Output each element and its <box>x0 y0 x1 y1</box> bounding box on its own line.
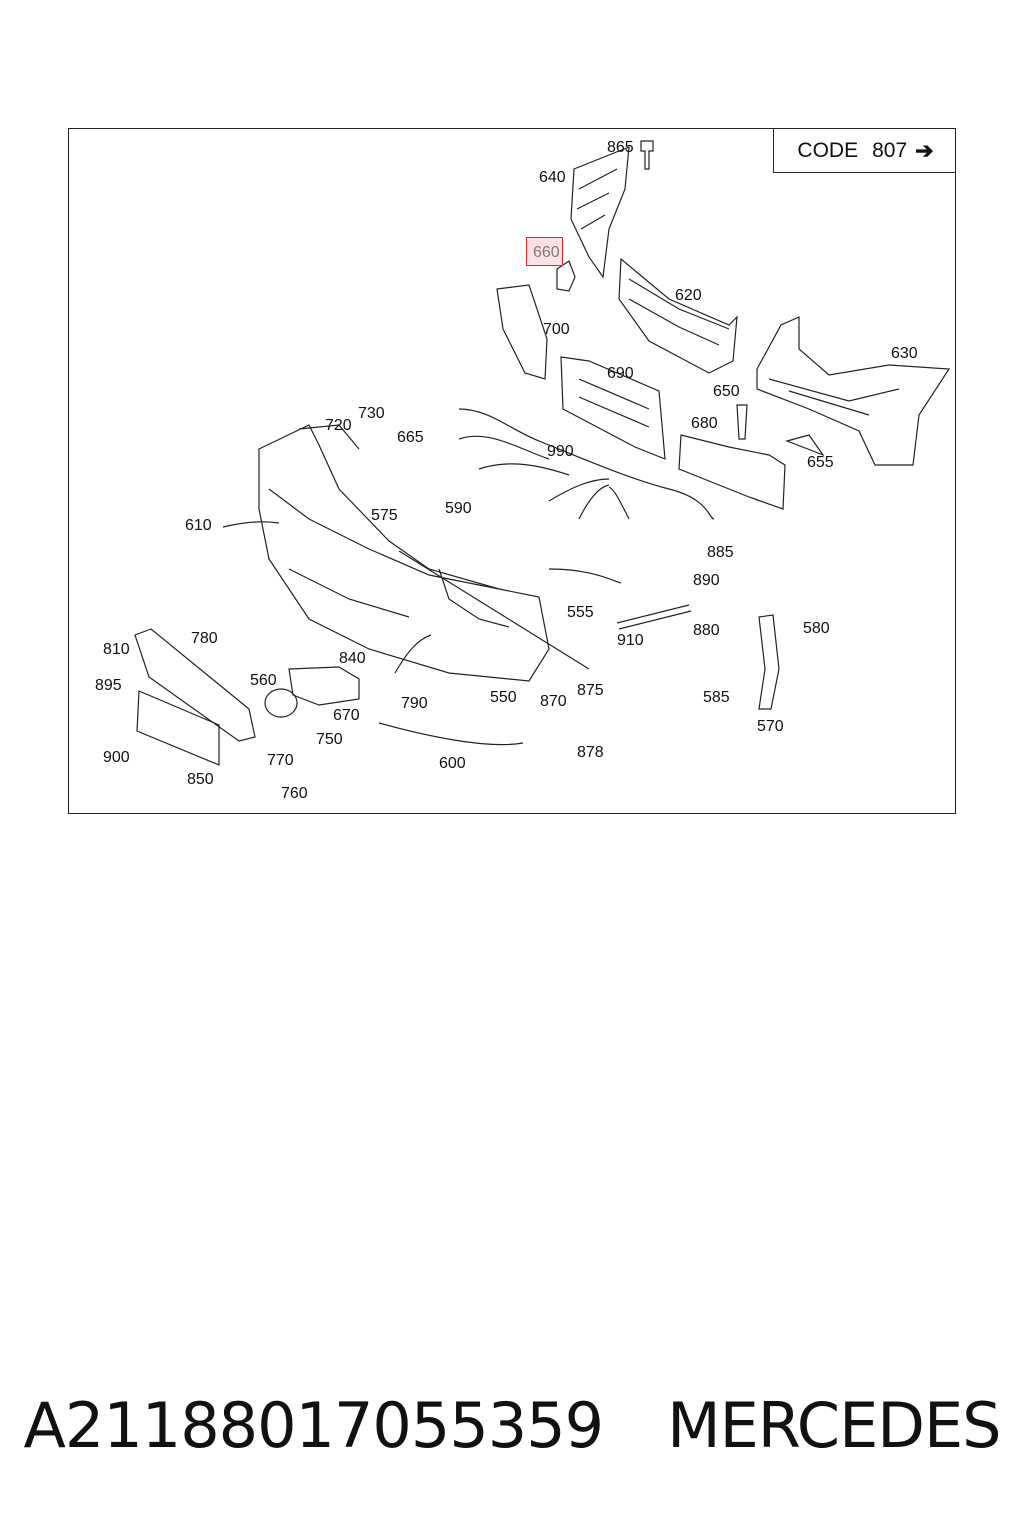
part-label-585[interactable]: 585 <box>703 689 730 706</box>
part-label-850[interactable]: 850 <box>187 771 214 788</box>
part-640-drawing <box>570 146 630 279</box>
part-label-760[interactable]: 760 <box>281 785 308 802</box>
part-label-690[interactable]: 690 <box>607 365 634 382</box>
product-caption: A2118801705535​9 MERCEDES <box>0 1385 1024 1465</box>
part-label-630[interactable]: 630 <box>891 345 918 362</box>
part-560-drawing <box>264 688 298 718</box>
part-label-680[interactable]: 680 <box>691 415 718 432</box>
part-label-580[interactable]: 580 <box>803 620 830 637</box>
part-label-655[interactable]: 655 <box>807 454 834 471</box>
part-910-drawing <box>616 604 692 630</box>
part-label-900[interactable]: 900 <box>103 749 130 766</box>
part-650-drawing <box>736 404 748 440</box>
part-label-910[interactable]: 910 <box>617 632 644 649</box>
part-label-885[interactable]: 885 <box>707 544 734 561</box>
brand-name: MERCEDES <box>667 1388 1001 1462</box>
part-label-560[interactable]: 560 <box>250 672 277 689</box>
part-630-drawing <box>756 316 951 466</box>
parts-diagram: CODE 807 ➔ 865 640 660 620 700 630 690 6… <box>68 128 956 814</box>
part-570-drawing <box>758 614 780 710</box>
part-label-570[interactable]: 570 <box>757 718 784 735</box>
part-label-660[interactable]: 660 <box>526 237 563 266</box>
part-label-770[interactable]: 770 <box>267 752 294 769</box>
part-990-drawing <box>458 408 715 520</box>
part-label-640[interactable]: 640 <box>539 169 566 186</box>
part-690-drawing <box>560 356 666 460</box>
part-label-550[interactable]: 550 <box>490 689 517 706</box>
part-655-drawing <box>785 434 825 457</box>
part-number: A2118801705535​9 <box>23 1388 604 1462</box>
part-810-drawing <box>134 628 256 742</box>
code-box: CODE 807 ➔ <box>773 129 955 173</box>
part-label-890[interactable]: 890 <box>693 572 720 589</box>
part-label-875[interactable]: 875 <box>577 682 604 699</box>
code-label: CODE <box>797 138 859 162</box>
part-680-drawing <box>678 434 786 510</box>
part-label-665[interactable]: 665 <box>397 429 424 446</box>
part-label-700[interactable]: 700 <box>543 321 570 338</box>
bumper-exploded-view <box>134 140 951 766</box>
part-700-drawing <box>496 284 548 380</box>
part-670-drawing <box>288 666 360 706</box>
part-660-drawing <box>556 260 576 292</box>
part-620-drawing <box>618 257 738 374</box>
part-label-650[interactable]: 650 <box>713 383 740 400</box>
part-label-880[interactable]: 880 <box>693 622 720 639</box>
part-label-895[interactable]: 895 <box>95 677 122 694</box>
part-label-780[interactable]: 780 <box>191 630 218 647</box>
part-label-790[interactable]: 790 <box>401 695 428 712</box>
part-label-730[interactable]: 730 <box>358 405 385 422</box>
part-label-600[interactable]: 600 <box>439 755 466 772</box>
part-label-620[interactable]: 620 <box>675 287 702 304</box>
part-600-drawing <box>378 722 524 746</box>
code-number: 807 <box>872 138 908 162</box>
part-label-720[interactable]: 720 <box>325 417 352 434</box>
part-label-575[interactable]: 575 <box>371 507 398 524</box>
part-label-990[interactable]: 990 <box>547 443 574 460</box>
part-label-840[interactable]: 840 <box>339 650 366 667</box>
part-label-610[interactable]: 610 <box>185 517 212 534</box>
part-label-555[interactable]: 555 <box>567 604 594 621</box>
arrow-right-icon: ➔ <box>915 137 934 163</box>
part-550-drawing <box>258 424 550 682</box>
part-label-870[interactable]: 870 <box>540 693 567 710</box>
part-label-878[interactable]: 878 <box>577 744 604 761</box>
part-850-drawing <box>136 690 220 766</box>
part-label-670[interactable]: 670 <box>333 707 360 724</box>
part-865-drawing <box>640 140 654 170</box>
part-label-590[interactable]: 590 <box>445 500 472 517</box>
part-label-750[interactable]: 750 <box>316 731 343 748</box>
part-label-865[interactable]: 865 <box>607 139 634 156</box>
part-label-810[interactable]: 810 <box>103 641 130 658</box>
